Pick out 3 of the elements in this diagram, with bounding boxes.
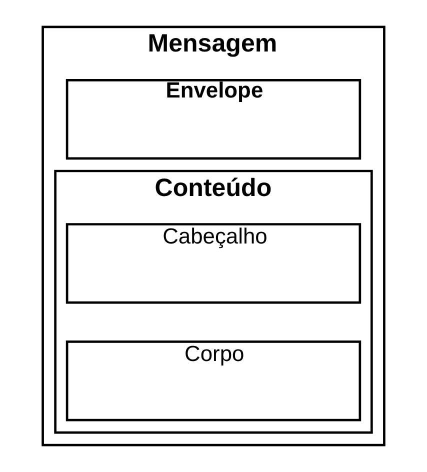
node-box: Envelope <box>66 79 362 160</box>
node-box: Cabeçalho <box>66 223 362 304</box>
node-box: Corpo <box>66 340 362 422</box>
